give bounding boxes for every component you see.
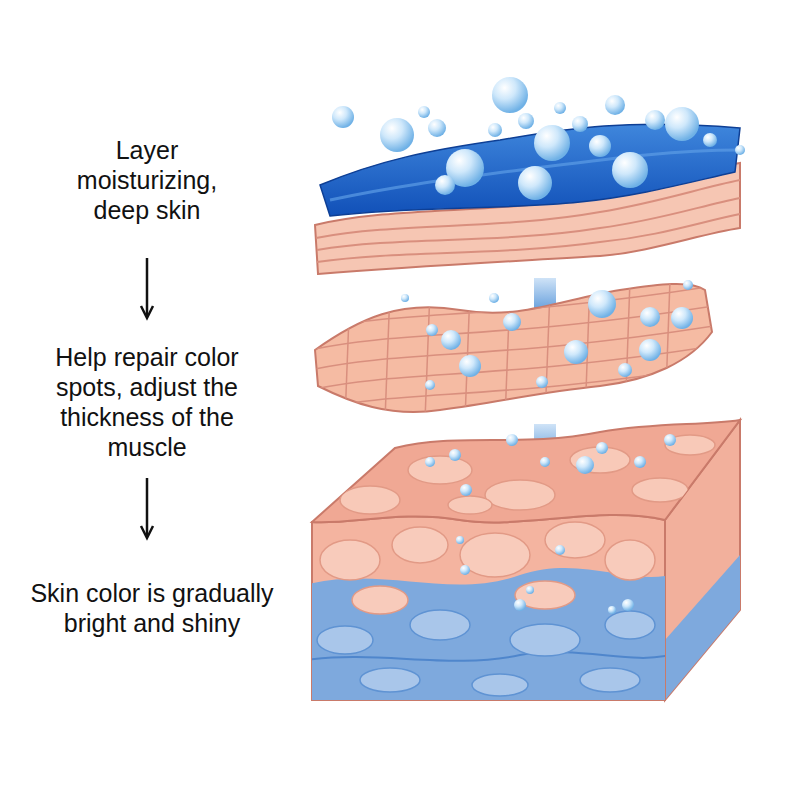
step-text: Layer moisturizing, deep skin	[62, 135, 232, 225]
step-text: Skin color is gradually bright and shiny	[2, 578, 302, 638]
step-text: Help repair color spots, adjust the thic…	[27, 342, 267, 462]
skin-block	[305, 420, 740, 705]
skin-grid-sheet	[310, 280, 720, 420]
water-bubbles	[332, 77, 745, 200]
